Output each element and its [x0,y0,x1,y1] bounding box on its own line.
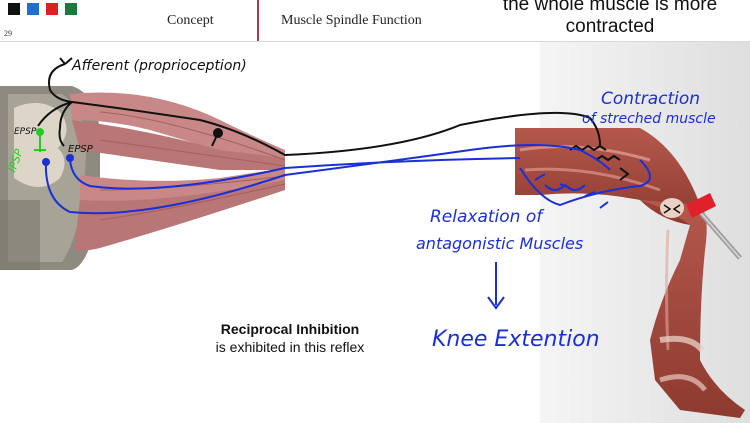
header-note-line-2: contracted [565,16,655,37]
motor-neuron-excited [66,154,74,162]
knee-arrow-1 [663,204,672,214]
motor-neuron-inhibited [42,158,50,166]
spinal-cord [0,86,100,270]
page-number: 29 [4,29,12,38]
header-note-line-1: the whole muscle is more [502,0,718,15]
header-note: the whole muscle is more contracted [480,0,740,38]
epsp-label-left: EPSP [14,127,37,137]
relaxation-label-line-2: antagonistic Muscles [416,234,583,253]
header-rule [0,41,750,42]
color-square-green[interactable] [65,3,77,15]
epsp-label-right: EPSP [68,144,94,155]
color-square-blue[interactable] [27,3,39,15]
tab-concept[interactable]: Concept [167,13,214,28]
ganglion-stem [211,132,219,147]
afferent-pathway [37,57,601,157]
tab-muscle-spindle-function[interactable]: Muscle Spindle Function [281,13,422,28]
contraction-label-line-2: of streched muscle [582,111,716,127]
color-square-red[interactable] [46,3,58,15]
color-square-black[interactable] [8,3,20,15]
knee-arrow-2 [672,204,681,214]
caption-title: Reciprocal Inhibition [220,321,360,337]
contraction-label-line-1: Contraction [601,89,700,109]
caption: Reciprocal Inhibition is exhibited in th… [200,320,380,356]
afferent-label: Afferent (proprioception) [71,58,247,74]
leg-muscles [515,128,745,418]
relaxation-label-line-1: Relaxation of [430,207,545,227]
top-bar: 29 Concept Muscle Spindle Function the w… [0,0,750,41]
knee-extension-label: Knee Extention [432,327,600,352]
efferent-pathways [44,144,651,310]
caption-subtitle: is exhibited in this reflex [215,339,365,355]
nerve-roots [70,92,286,251]
muscle-spindle-icon-2 [595,154,621,162]
tab-divider [257,0,259,41]
inhibitory-interneuron [34,128,46,152]
muscle-spindle-icon [569,144,607,152]
reflex-hammer-icon [686,193,742,260]
spindle-arrow [619,167,630,181]
